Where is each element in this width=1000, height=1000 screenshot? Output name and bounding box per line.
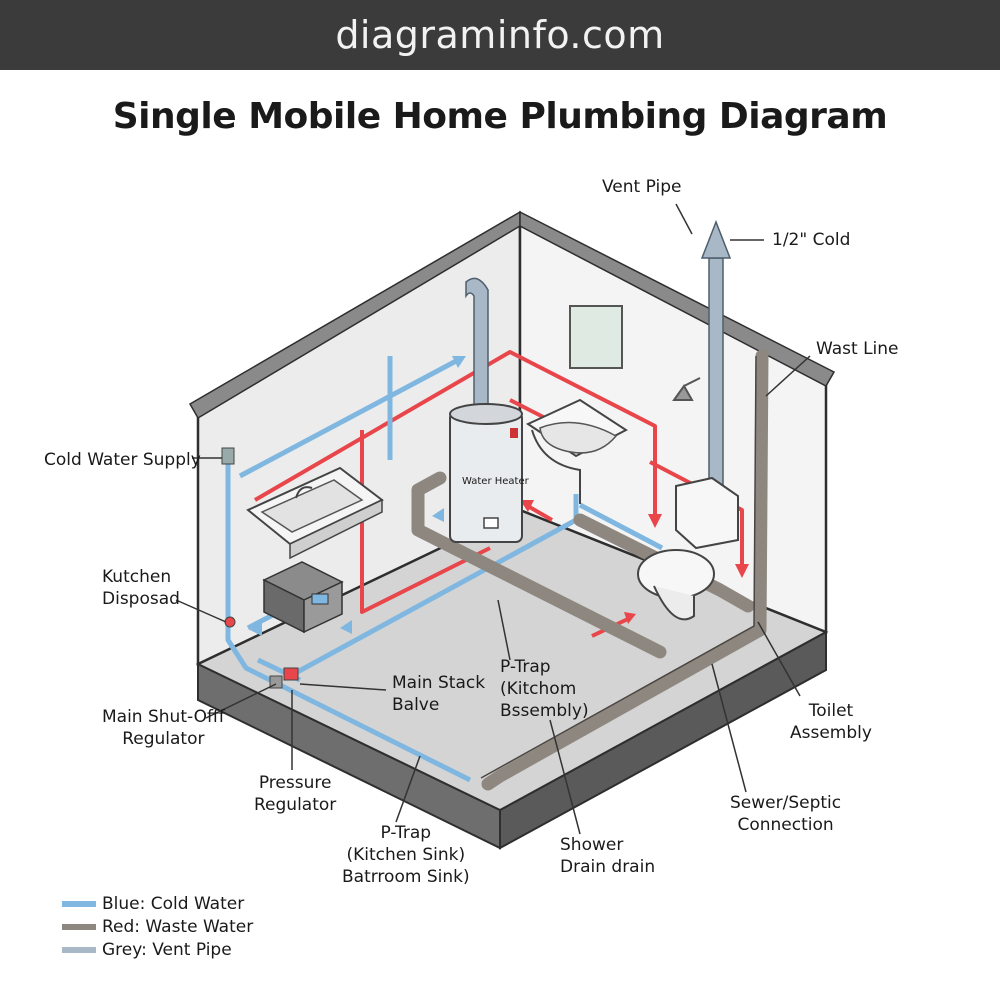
- label-half-cold: 1/2" Cold: [772, 230, 851, 250]
- bathroom-sink: [525, 398, 628, 504]
- vent-pipe: [708, 257, 724, 499]
- cold-arrows: [250, 356, 466, 636]
- label-vent-pipe: Vent Pipe: [602, 177, 682, 197]
- brown-line-icon: [62, 923, 96, 930]
- waste-pipe-outline: [480, 355, 757, 779]
- label-wast-line: Wast Line: [816, 339, 899, 359]
- kitchen-sink: [246, 466, 384, 560]
- legend: Blue: Cold Water Red: Waste Water Grey: …: [62, 892, 253, 961]
- water-heater-label: Water Heater: [462, 476, 530, 487]
- hot-arrows: [520, 500, 749, 624]
- label-p-trap-kitchen-sink: P-Trap(Kitchen Sink)Batrroom Sink): [342, 823, 470, 887]
- waste-pipes: [411, 349, 769, 791]
- water-heater: Water Heater: [449, 403, 530, 543]
- legend-item-waste: Red: Waste Water: [62, 915, 253, 938]
- grey-line-icon: [62, 946, 96, 953]
- main-valve: [283, 667, 299, 681]
- toilet: [637, 476, 739, 621]
- garbage-disposal: [262, 561, 344, 634]
- blue-line-icon: [62, 900, 96, 907]
- leader-lines: [175, 203, 811, 835]
- page-title: Single Mobile Home Plumbing Diagram: [112, 96, 888, 137]
- mirror: [569, 305, 623, 369]
- supply-riser-cap: [221, 447, 235, 465]
- vent-cap-icon: [700, 219, 732, 259]
- label-cold-water-supply: Cold Water Supply: [44, 450, 201, 470]
- site-name[interactable]: diagraminfo.com: [335, 13, 665, 57]
- legend-item-vent: Grey: Vent Pipe: [62, 938, 253, 961]
- shutoff-valve-icon: [224, 616, 236, 628]
- shower-head-icon: [672, 377, 701, 401]
- header-bar: diagraminfo.com: [0, 0, 1000, 70]
- legend-item-cold: Blue: Cold Water: [62, 892, 253, 915]
- right-wall-top-cap: [519, 210, 836, 387]
